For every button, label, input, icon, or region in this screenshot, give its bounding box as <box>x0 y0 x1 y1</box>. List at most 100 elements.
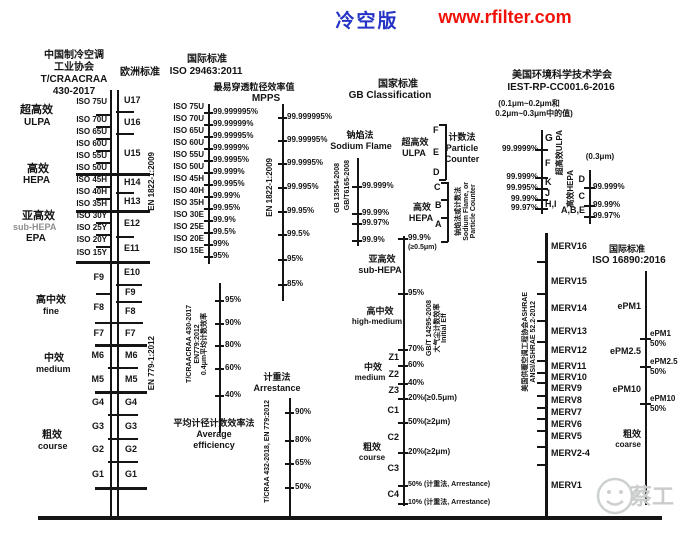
tick-line <box>204 208 213 210</box>
gb-ulpa-class: E <box>433 147 440 157</box>
iest-ulpa-label: 99.999% <box>506 172 538 181</box>
cn-filter-class: ISO 45H <box>76 175 107 184</box>
gb-ulpa-class: F <box>433 125 439 135</box>
cn-filter-category: 粗效 <box>42 430 62 441</box>
tick-line <box>204 232 213 234</box>
iso-filter-class: ISO 20E <box>173 234 204 243</box>
iso16890-label: ePM2.5 <box>609 346 641 356</box>
gb-hepa-class: B <box>435 200 442 210</box>
tick-line <box>584 205 595 207</box>
watermark-smiley-icon <box>596 477 634 515</box>
tick-line <box>537 360 546 362</box>
gb-hepa-class: C <box>434 182 441 192</box>
iest-hepa-label: (0.3μm) <box>585 152 615 161</box>
axis-line <box>403 236 405 506</box>
iso16890-label: ePM10 <box>612 384 641 394</box>
iso16890-label: coarse <box>615 440 641 449</box>
iso-mpps-efficiency: 95% <box>213 251 230 260</box>
cn-filter-class: ISO 75U <box>76 97 107 106</box>
iso-standard-header: ISO 29463:2011 <box>169 66 243 77</box>
tick-line <box>96 293 111 295</box>
tick-line <box>537 430 546 432</box>
axis-line <box>289 398 291 516</box>
tick-line <box>76 261 150 264</box>
cn-filter-class: ISO 60U <box>76 139 107 148</box>
tick-line <box>96 198 111 200</box>
tick-line <box>352 223 362 225</box>
sodium-flame-label: 99.99% <box>362 208 390 217</box>
iso-filter-class: ISO 50U <box>173 162 204 171</box>
cn-association-header: 工业协会 <box>54 62 94 73</box>
en1822-mpps-efficiency: 99.9995% <box>287 158 324 167</box>
gbt14295-scale-label: 70% <box>408 344 425 353</box>
merv-rating: MERV9 <box>551 383 582 393</box>
gb-ulpa-class: 计数法 <box>448 132 476 142</box>
eu-filter-class: U16 <box>124 117 141 127</box>
average-efficiency-label: 90% <box>225 318 242 327</box>
en1822-mpps-efficiency: 99.5% <box>287 229 310 238</box>
tick-line <box>116 236 134 238</box>
iso-filter-class: ISO 40H <box>173 186 204 195</box>
tick-line <box>441 217 448 219</box>
tick-line <box>398 422 408 424</box>
axis-line <box>357 158 359 246</box>
gbt14295-scale-label: C1 <box>387 405 399 415</box>
tick-line <box>398 398 408 400</box>
axis-line <box>545 233 548 518</box>
iso-filter-class: ISO 45H <box>173 174 204 183</box>
iso16890-label: 粗效 <box>622 429 641 439</box>
iso-mpps-efficiency: 99.9% <box>213 215 236 224</box>
tick-line <box>204 148 213 150</box>
website-link[interactable]: www.rfilter.com <box>438 7 572 27</box>
cn-filter-category: 高效 <box>27 163 49 175</box>
tick-line <box>204 220 213 222</box>
iso-mpps-efficiency: 99.5% <box>213 227 236 236</box>
tick-line <box>278 163 287 165</box>
tick-line <box>398 383 408 385</box>
tick-line <box>204 256 213 258</box>
average-efficiency-label: 95% <box>225 295 242 304</box>
eu-filter-class: F7 <box>125 328 136 338</box>
iso-mpps-efficiency: 99.9999% <box>213 143 250 152</box>
cn-association-header: T/CRAACRAA <box>40 74 108 85</box>
eu-filter-class: G2 <box>125 444 138 454</box>
tick-line <box>278 117 287 119</box>
merv-rating: MERV14 <box>551 303 587 313</box>
iso-mpps-efficiency: 99.9995% <box>213 155 250 164</box>
tick-line <box>215 368 224 370</box>
gbt14295-scale-label: 60% <box>408 360 425 369</box>
cn-filter-category: fine <box>43 306 60 316</box>
tick-line <box>352 186 362 188</box>
tick-line <box>278 187 287 189</box>
eu-filter-class: F9 <box>125 287 136 297</box>
cn-association-header: 430-2017 <box>52 86 96 97</box>
eu-filter-class: M6 <box>125 350 138 360</box>
tick-line <box>441 241 448 243</box>
gbt14295-scale-label: course <box>358 453 386 462</box>
tick-line <box>108 461 138 463</box>
tick-line <box>535 199 548 201</box>
cn-filter-class: ISO 50U <box>76 163 107 172</box>
cn-filter-class: ISO 25Y <box>76 223 107 232</box>
arrestance-label: 计重法 <box>263 372 291 382</box>
iest-standard-header: 美国环境科学技术学会 <box>512 70 612 81</box>
iso-standard-header: 最易穿透粒径效率值 <box>213 82 295 92</box>
iso16890-label: ePM10 <box>650 394 676 403</box>
tick-line <box>537 407 546 409</box>
iest-standard-header: IEST-RP-CC001.6-2016 <box>507 82 615 93</box>
gbt14295-scale-label: 中效 <box>363 362 383 372</box>
axis-line <box>219 283 221 433</box>
tick-line <box>76 210 150 213</box>
tick-line <box>398 293 408 295</box>
axis-line <box>589 170 591 224</box>
cn-filter-class: M5 <box>91 374 104 384</box>
merv-rating: MERV6 <box>551 419 582 429</box>
